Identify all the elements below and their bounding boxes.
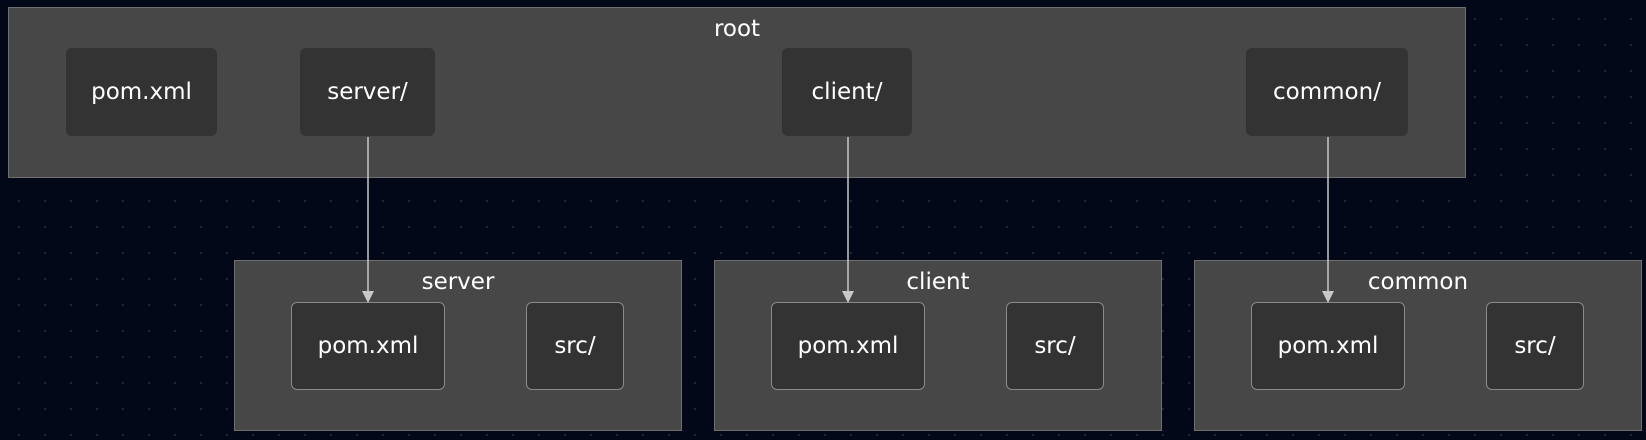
- common-pom-xml-node[interactable]: pom.xml: [1251, 302, 1405, 390]
- root-group: root: [8, 7, 1466, 178]
- root-common-folder-node[interactable]: common/: [1246, 48, 1408, 136]
- server-pom-xml-node[interactable]: pom.xml: [291, 302, 445, 390]
- client-group-title: client: [906, 269, 970, 295]
- root-client-folder-node[interactable]: client/: [782, 48, 912, 136]
- server-src-folder-node[interactable]: src/: [526, 302, 624, 390]
- root-server-folder-node[interactable]: server/: [300, 48, 435, 136]
- client-pom-xml-node[interactable]: pom.xml: [771, 302, 925, 390]
- root-group-title: root: [713, 16, 761, 42]
- common-src-folder-node[interactable]: src/: [1486, 302, 1584, 390]
- server-group-title: server: [421, 269, 495, 295]
- root-pom-xml-node[interactable]: pom.xml: [66, 48, 217, 136]
- client-src-folder-node[interactable]: src/: [1006, 302, 1104, 390]
- common-group-title: common: [1367, 269, 1469, 295]
